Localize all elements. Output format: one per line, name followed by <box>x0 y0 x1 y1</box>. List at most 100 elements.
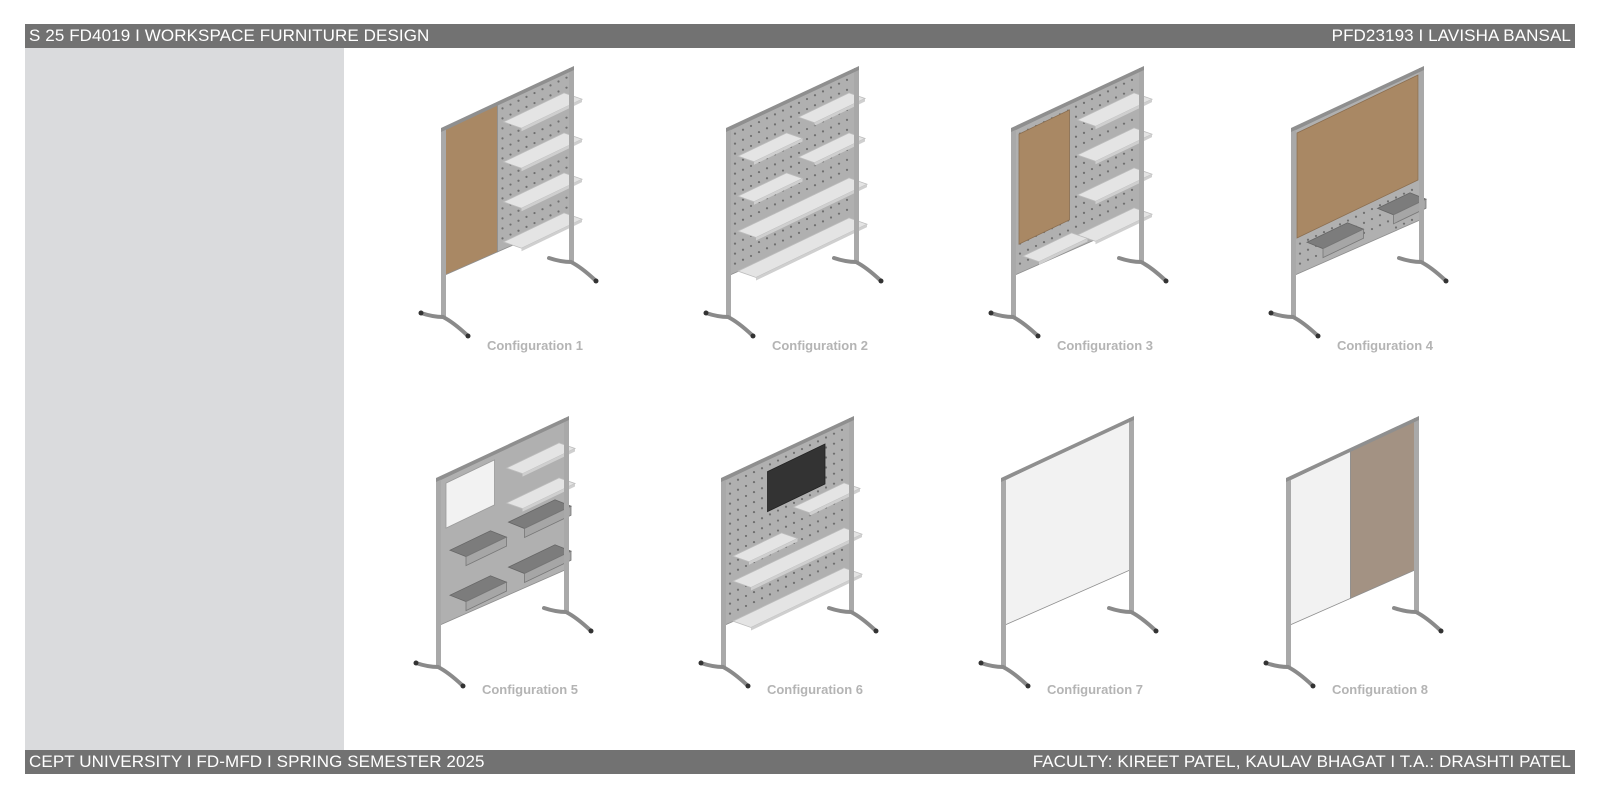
pegboard-holes <box>501 76 568 240</box>
left-post <box>436 478 441 668</box>
configuration-label: Configuration 2 <box>771 338 869 353</box>
cork-panel <box>1296 74 1419 239</box>
right-post <box>1139 68 1144 263</box>
left-post <box>1291 128 1296 318</box>
right-foot <box>827 606 877 632</box>
configuration-label: Configuration 5 <box>481 682 579 697</box>
configuration-label: Configuration 1 <box>486 338 584 353</box>
left-caster <box>745 683 751 689</box>
course-title: S 25 FD4019 I WORKSPACE FURNITURE DESIGN <box>29 26 430 45</box>
shelf-2-edge <box>521 139 582 172</box>
top-rail <box>721 416 854 482</box>
left-caster-back <box>413 660 419 666</box>
top-rail <box>726 66 859 132</box>
configuration-1: Configuration 1 <box>405 60 665 370</box>
configuration-5: Configuration 5 <box>400 410 660 720</box>
configuration-8: Configuration 8 <box>1250 410 1510 720</box>
left-post <box>441 128 446 318</box>
shelf-3-edge <box>1095 174 1152 205</box>
right-foot <box>542 606 592 632</box>
side-panel <box>25 48 344 750</box>
configuration-6: Configuration 6 <box>685 410 945 720</box>
right-foot <box>1392 606 1442 632</box>
right-post <box>569 68 574 263</box>
whiteboard-inset <box>445 459 495 529</box>
configuration-1-illustration <box>418 66 599 339</box>
tray-2-front <box>524 505 572 539</box>
left-caster <box>1315 333 1321 339</box>
configuration-label: Configuration 6 <box>766 682 864 697</box>
top-rail <box>1011 66 1144 132</box>
right-foot <box>832 256 882 282</box>
left-caster <box>460 683 466 689</box>
configuration-3: Configuration 3 <box>975 60 1235 370</box>
shelf-2 <box>502 132 584 169</box>
left-caster <box>1035 333 1041 339</box>
tray-1-front <box>465 536 507 567</box>
right-caster <box>588 628 594 634</box>
top-rail <box>1286 416 1419 482</box>
shelf-2-edge <box>522 483 575 512</box>
right-post <box>854 68 859 263</box>
right-caster <box>873 628 879 634</box>
configuration-label: Configuration 4 <box>1336 338 1434 353</box>
shelf-1 <box>731 532 799 563</box>
faculty-info: FACULTY: KIREET PATEL, KAULAV BHAGAT I T… <box>1032 752 1571 771</box>
left-caster-back <box>698 660 704 666</box>
header-bar: S 25 FD4019 I WORKSPACE FURNITURE DESIGN… <box>25 24 1575 48</box>
left-post <box>721 478 726 668</box>
chalkboard-inset <box>767 443 826 513</box>
top-rail <box>1001 416 1134 482</box>
shelf-1-edge <box>1095 99 1152 130</box>
right-caster <box>878 278 884 284</box>
configuration-6-illustration <box>698 416 879 689</box>
left-caster <box>1025 683 1031 689</box>
right-caster <box>1443 278 1449 284</box>
long-shelf-1-edge <box>756 184 867 241</box>
left-caster-back <box>978 660 984 666</box>
configuration-2-illustration <box>703 66 884 339</box>
shelf-2-edge <box>809 488 860 516</box>
tray-1-front <box>1322 228 1364 259</box>
right-caster <box>1153 628 1159 634</box>
top-rail <box>436 416 569 482</box>
shelf-1-edge <box>521 99 582 132</box>
left-foot <box>704 311 754 337</box>
student-id-name: PFD23193 I LAVISHA BANSAL <box>1331 26 1571 45</box>
tray-4-front <box>524 550 572 584</box>
right-caster <box>593 278 599 284</box>
right-post <box>1419 68 1424 263</box>
shelf-2-edge <box>1095 134 1152 165</box>
left-caster-back <box>988 310 994 316</box>
right-foot <box>547 256 597 282</box>
left-foot <box>419 311 469 337</box>
configuration-4: Configuration 4 <box>1255 60 1515 370</box>
institution-info: CEPT UNIVERSITY I FD-MFD I SPRING SEMEST… <box>29 752 485 771</box>
right-foot <box>1107 606 1157 632</box>
configuration-8-illustration <box>1263 416 1444 689</box>
configuration-4-illustration <box>1268 66 1449 339</box>
cork-panel <box>444 104 498 276</box>
shelf-3 <box>502 172 584 209</box>
long-shelf-2-edge <box>756 224 867 281</box>
right-post <box>849 418 854 613</box>
shelf-1-edge <box>754 138 803 165</box>
top-rail <box>441 66 574 132</box>
shelf-3-edge <box>521 179 582 212</box>
tray-2-front <box>1393 198 1427 225</box>
left-post <box>1011 128 1016 318</box>
left-foot <box>989 311 1039 337</box>
long-shelf-1 <box>731 527 864 588</box>
left-caster <box>465 333 471 339</box>
right-post <box>564 418 569 613</box>
right-post <box>1129 418 1134 613</box>
configuration-7: Configuration 7 <box>965 410 1225 720</box>
configuration-label: Configuration 3 <box>1056 338 1154 353</box>
shelf-4-edge <box>1095 214 1152 245</box>
shelf-1-edge <box>749 538 798 565</box>
configuration-label: Configuration 8 <box>1331 682 1429 697</box>
shelf-2-edge <box>814 98 865 126</box>
shelf-4-edge <box>521 219 582 252</box>
long-shelf-1-edge <box>751 534 862 591</box>
left-caster <box>750 333 756 339</box>
